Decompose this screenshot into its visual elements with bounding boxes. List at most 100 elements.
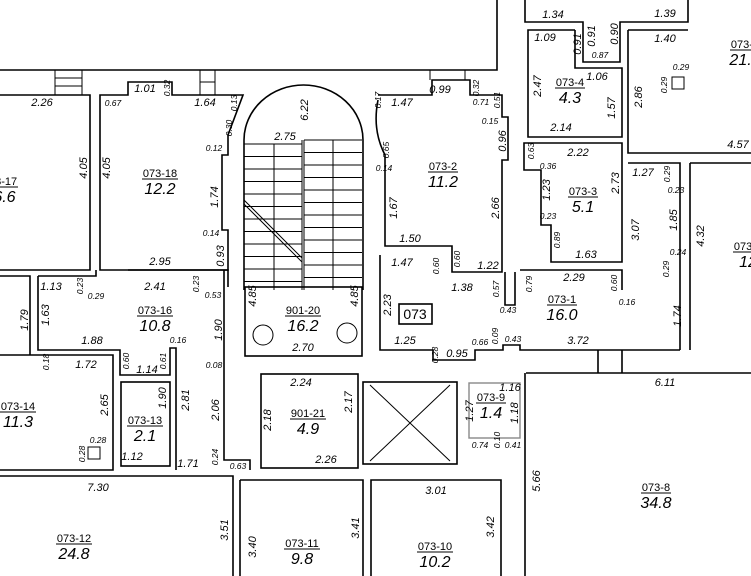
dimension-label: 1.79 — [19, 309, 31, 330]
room-area: 12.2 — [144, 181, 175, 198]
room-073-13[interactable]: 073-132.1 — [127, 415, 163, 445]
dimension-label: 6.11 — [655, 377, 676, 389]
room-073-8[interactable]: 073-834.8 — [640, 482, 671, 512]
room-073-17[interactable]: 073-1716.6 — [0, 176, 18, 206]
dimension-label: 1.01 — [134, 83, 155, 95]
dimension-label: 2.17 — [343, 390, 355, 413]
dimension-label: 3.51 — [219, 519, 231, 540]
dimension-label: 1.88 — [81, 335, 103, 347]
dimension-label: 3.07 — [630, 218, 642, 240]
dimension-label: 0.32 — [471, 79, 481, 96]
dimension-label: 0.36 — [540, 161, 557, 171]
dimension-label: 1.50 — [399, 233, 421, 245]
dimension-label: 0.96 — [497, 129, 509, 151]
room-073-7[interactable]: 073-712 — [733, 241, 751, 271]
room-number: 073-14 — [1, 401, 35, 413]
dimension-label: 2.14 — [549, 122, 571, 134]
dimension-label: 0.57 — [491, 280, 501, 297]
dimension-label: 3.72 — [567, 335, 588, 347]
room-number: 073-1 — [548, 294, 576, 306]
dimension-label: 1.63 — [40, 303, 52, 325]
dimension-label: 1.67 — [388, 196, 400, 218]
room-area: 2.1 — [133, 428, 156, 445]
dimension-label: 1.27 — [464, 399, 476, 421]
room-073-9[interactable]: 073-91.4 — [476, 392, 506, 422]
dimension-label: 0.15 — [482, 116, 499, 126]
dimension-label: 0.67 — [105, 98, 122, 108]
dimension-label: 0.51 — [492, 91, 502, 108]
dimension-label: 1.57 — [606, 96, 618, 118]
room-073-1[interactable]: 073-116.0 — [546, 294, 577, 324]
room-area: 4.3 — [559, 90, 581, 107]
room-area: 24.8 — [57, 546, 89, 563]
dimension-label: 2.41 — [143, 281, 165, 293]
dimension-label: 3.40 — [247, 535, 259, 557]
dimension-label: 0.63 — [526, 142, 536, 159]
room-number: 073-9 — [477, 392, 505, 404]
dimension-label: 0.08 — [206, 360, 223, 370]
room-number: 073-17 — [0, 176, 17, 188]
dimension-label: 0.65 — [381, 141, 391, 158]
room-073-6[interactable]: 073-621.2 — [728, 39, 751, 69]
dimension-label: 3.01 — [425, 485, 446, 497]
dimension-label: 1.85 — [668, 208, 680, 230]
dimension-label: 0.79 — [524, 275, 534, 292]
room-number: 073-8 — [642, 482, 670, 494]
dimension-label: 0.61 — [158, 352, 168, 369]
room-area: 34.8 — [640, 495, 671, 512]
dimension-label: 0.28 — [430, 346, 440, 363]
room-number: 073-6 — [731, 39, 751, 51]
room-area: 4.9 — [297, 421, 319, 438]
room-area: 11.2 — [428, 174, 458, 191]
dimension-label: 1.39 — [654, 8, 675, 20]
room-area: 16.2 — [287, 318, 318, 335]
dimension-label: 2.70 — [291, 342, 314, 354]
dimension-label: 0.14 — [376, 163, 393, 173]
dimension-label: 0.16 — [619, 297, 636, 307]
dimension-label: 1.27 — [632, 167, 654, 179]
dimension-label: 0.30 — [224, 119, 234, 136]
dimension-label: 1.90 — [157, 386, 169, 408]
dimension-label: 2.23 — [382, 293, 394, 316]
room-073-11[interactable]: 073-119.8 — [284, 538, 320, 568]
dimension-label: 4.85 — [247, 284, 259, 306]
dimension-label: 2.26 — [314, 454, 337, 466]
dimension-label: 1.47 — [391, 97, 413, 109]
section-label: 073 — [403, 306, 427, 322]
dimension-label: 2.26 — [30, 97, 53, 109]
dimension-label: 1.64 — [194, 97, 215, 109]
dimension-label: 1.16 — [499, 382, 521, 394]
dimension-label: 0.24 — [210, 448, 220, 465]
room-number: 073-16 — [138, 305, 172, 317]
dimension-label: 1.71 — [177, 458, 198, 470]
dimension-label: 1.63 — [575, 249, 597, 261]
dimension-label: 0.29 — [673, 62, 690, 72]
dimension-label: 0.71 — [473, 97, 490, 107]
dimension-label: 4.05 — [101, 156, 113, 178]
dimension-label: 0.18 — [41, 353, 51, 370]
room-073-2[interactable]: 073-211.2 — [428, 161, 458, 191]
room-901-21[interactable]: 901-214.9 — [290, 408, 326, 438]
dimension-label: 2.95 — [148, 256, 171, 268]
dimension-label: 5.66 — [531, 469, 543, 491]
dimension-label: 2.75 — [273, 131, 296, 143]
dimension-label: 0.23 — [191, 275, 201, 292]
dimension-label: 0.91 — [586, 25, 598, 46]
room-area: 10.8 — [139, 318, 170, 335]
dimension-label: 0.43 — [505, 334, 522, 344]
dimension-label: 1.74 — [209, 186, 221, 207]
room-073-3[interactable]: 073-35.1 — [568, 186, 598, 216]
dimension-label: 1.34 — [542, 9, 563, 21]
dimension-label: 0.12 — [206, 143, 223, 153]
room-073-4[interactable]: 073-44.3 — [555, 77, 585, 107]
room-area: 5.1 — [572, 199, 594, 216]
